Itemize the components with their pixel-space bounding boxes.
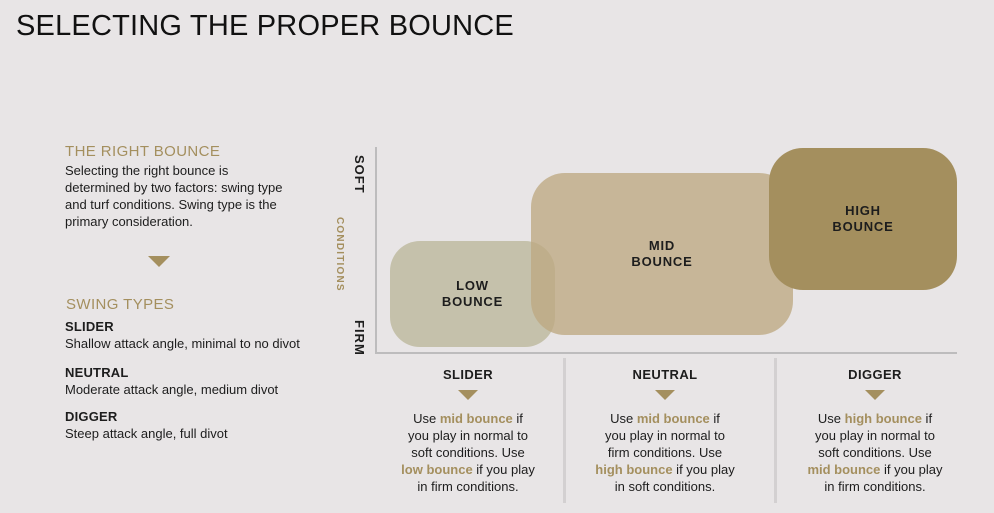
column-divider (563, 358, 566, 503)
swing-type-name: SLIDER (65, 319, 114, 334)
box-label-line2: BOUNCE (631, 254, 693, 269)
low-bounce-box: LOW BOUNCE (390, 241, 555, 347)
down-arrow-icon (458, 390, 478, 400)
column-title: NEUTRAL (632, 367, 698, 382)
box-label-line1: MID (648, 238, 676, 253)
column-title: DIGGER (848, 367, 902, 382)
column-digger: DIGGER Use high bounce if you play in no… (790, 367, 960, 495)
high-bounce-box: HIGH BOUNCE (769, 148, 957, 290)
right-bounce-heading: THE RIGHT BOUNCE (65, 143, 221, 160)
y-axis-title: CONDITIONS (334, 217, 345, 292)
swing-type-description: Shallow attack angle, minimal to no divo… (65, 336, 300, 351)
column-neutral: NEUTRAL Use mid bounce if you play in no… (580, 367, 750, 495)
y-axis-line (375, 147, 377, 354)
column-text: Use mid bounce if you play in normal to … (595, 411, 735, 494)
mid-bounce-box: MID BOUNCE (531, 173, 793, 335)
column-text: Use mid bounce if you play in normal to … (401, 411, 535, 494)
column-title: SLIDER (442, 367, 494, 382)
column-slider: SLIDER Use mid bounce if you play in nor… (383, 367, 553, 495)
swing-types-heading: SWING TYPES (66, 296, 175, 313)
box-label-line2: BOUNCE (832, 219, 894, 234)
down-arrow-icon (865, 390, 885, 400)
y-axis-bottom-label: FIRM (352, 320, 367, 356)
column-divider (774, 358, 777, 503)
down-arrow-icon (148, 256, 170, 267)
page-title: SELECTING THE PROPER BOUNCE (16, 10, 514, 42)
swing-type-neutral: NEUTRAL Moderate attack angle, medium di… (65, 364, 355, 398)
x-axis-line (375, 352, 957, 354)
swing-type-name: DIGGER (65, 409, 118, 424)
swing-type-description: Moderate attack angle, medium divot (65, 382, 279, 397)
down-arrow-icon (655, 390, 675, 400)
box-label-line1: LOW (456, 278, 489, 293)
swing-type-name: NEUTRAL (65, 365, 129, 380)
column-text: Use high bounce if you play in normal to… (807, 411, 943, 494)
swing-type-digger: DIGGER Steep attack angle, full divot (65, 408, 355, 442)
right-bounce-body: Selecting the right bounce is determined… (65, 163, 283, 229)
box-label-line2: BOUNCE (441, 294, 504, 309)
swing-type-description: Steep attack angle, full divot (65, 426, 228, 441)
swing-type-slider: SLIDER Shallow attack angle, minimal to … (65, 318, 355, 352)
y-axis-top-label: SOFT (352, 155, 367, 194)
box-label-line1: HIGH (845, 203, 881, 218)
